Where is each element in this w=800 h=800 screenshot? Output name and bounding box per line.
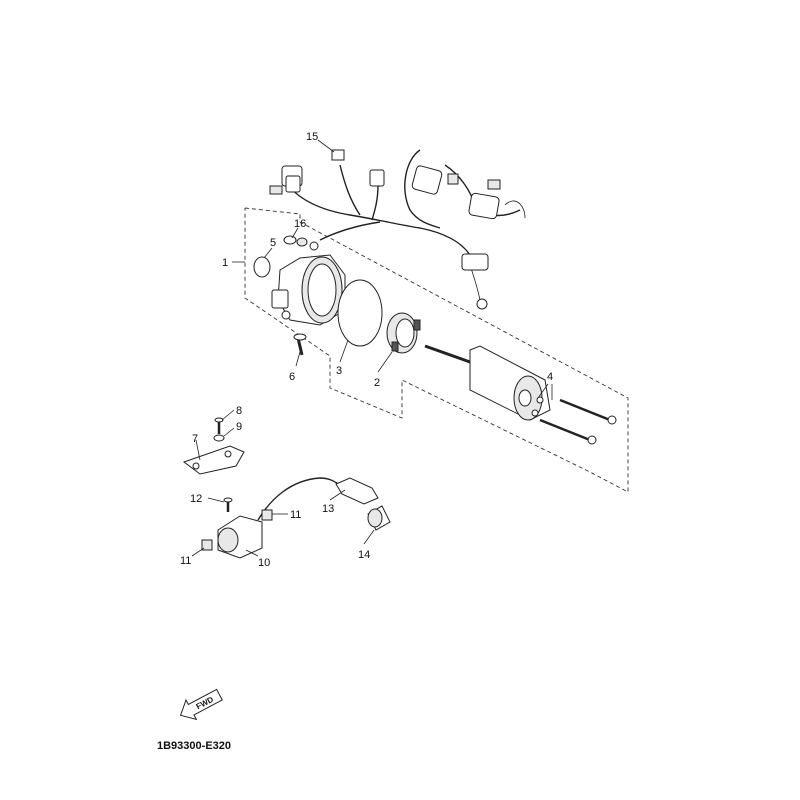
starter-motor-body [424, 344, 551, 421]
callout-11-upper: 11 [290, 509, 301, 521]
part-8-9-screw-washer [213, 417, 225, 442]
part-5-o-ring [253, 256, 271, 278]
callout-9: 9 [236, 421, 242, 433]
part-16-bolt-washer [283, 235, 308, 247]
part-3-large-o-ring [337, 279, 383, 347]
callout-5: 5 [270, 237, 276, 249]
part-10-ignition-coil [217, 477, 341, 559]
starter-clutch-housing [271, 254, 346, 326]
part-6-bolt [293, 333, 307, 356]
assembly-1-boundary [244, 207, 629, 493]
callout-7: 7 [192, 433, 198, 445]
leader-lines [191, 139, 553, 557]
callout-13: 13 [322, 503, 334, 515]
callout-15: 15 [306, 131, 318, 143]
callout-1: 1 [222, 257, 228, 269]
fwd-arrow: FWD [179, 688, 223, 721]
callout-3: 3 [336, 365, 342, 377]
part-13-plug-cap [335, 477, 379, 505]
callout-6: 6 [289, 371, 295, 383]
part-2-brush-holder [386, 312, 421, 354]
callout-2: 2 [374, 377, 380, 389]
part-4-long-bolts [531, 396, 617, 445]
callout-14: 14 [358, 549, 370, 561]
callout-11-lower: 11 [180, 555, 191, 567]
callout-8: 8 [236, 405, 242, 417]
callout-4: 4 [547, 371, 553, 383]
part-11-clip-upper [261, 509, 273, 521]
callout-labels: 1 2 3 4 5 6 7 8 9 10 11 11 12 13 14 15 1… [180, 131, 553, 569]
callout-16: 16 [294, 218, 306, 230]
part-7-bracket [182, 445, 245, 475]
callout-12: 12 [190, 493, 202, 505]
callout-10: 10 [258, 557, 270, 569]
wire-harness [269, 149, 526, 310]
diagram-code: 1B93300-E320 [157, 740, 231, 752]
part-11-clip-lower [201, 539, 213, 551]
part-12-screw [223, 497, 233, 512]
part-14-sleeve [367, 505, 391, 531]
